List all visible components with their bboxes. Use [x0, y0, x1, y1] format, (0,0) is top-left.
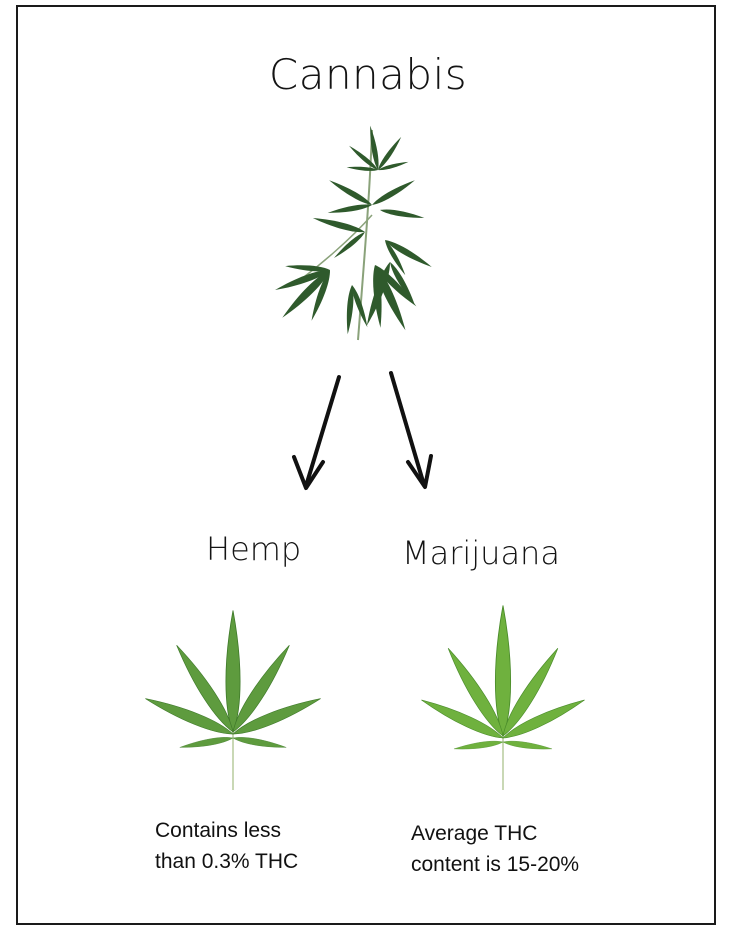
hemp-description-line: Contains less [155, 815, 298, 846]
hemp-description: Contains less than 0.3% THC [155, 815, 298, 877]
marijuana-label: Marijuana [402, 534, 560, 572]
marijuana-leaf-icon [419, 606, 587, 791]
hemp-label: Hemp [206, 530, 301, 568]
down-arrow-icon-left [294, 377, 339, 488]
down-arrow-icon-right [391, 373, 431, 487]
marijuana-description-line: content is 15-20% [411, 849, 579, 880]
hemp-description-line: than 0.3% THC [155, 846, 298, 877]
cannabis-plant-icon [274, 125, 433, 340]
marijuana-description-line: Average THC [411, 818, 579, 849]
marijuana-description: Average THC content is 15-20% [411, 818, 579, 880]
hemp-leaf-icon [143, 611, 322, 791]
